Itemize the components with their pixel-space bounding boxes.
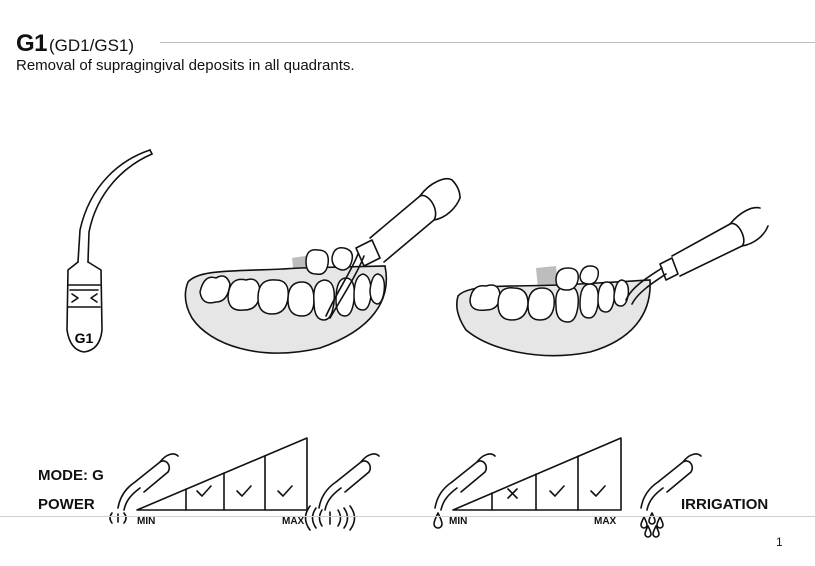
water-drop-min-icon (433, 512, 443, 529)
irrigation-max-label: MAX (594, 516, 617, 527)
page-title: G1 (GD1/GS1) (16, 30, 134, 58)
handpiece-icon (117, 453, 179, 511)
irrigation-min-label: MIN (449, 516, 468, 527)
tip-description: Removal of supragingival deposits in all… (16, 57, 355, 74)
scaler-tip-illustration (66, 149, 153, 353)
page-number: 1 (776, 535, 783, 549)
power-max-label: MAX (282, 516, 305, 527)
footer-divider (0, 516, 815, 517)
dental-arch-right-illustration (456, 206, 769, 357)
dental-arch-left-illustration (184, 178, 461, 354)
power-min-label: MIN (137, 516, 156, 527)
power-wedge (136, 437, 308, 511)
handpiece-icon (434, 453, 496, 511)
vibration-min-icon (109, 512, 127, 524)
header-divider (160, 42, 815, 43)
irrigation-wedge (452, 437, 622, 511)
tip-variants: (GD1/GS1) (49, 36, 135, 55)
vibration-max-icon (304, 505, 356, 531)
handpiece-icon (640, 453, 702, 511)
mode-label: MODE: G (38, 467, 104, 484)
power-label: POWER (38, 496, 95, 513)
water-drops-max-icon (640, 512, 664, 538)
irrigation-label: IRRIGATION (681, 496, 769, 513)
handpiece-icon (318, 453, 380, 511)
tip-code: G1 (16, 30, 48, 57)
tip-label: G1 (75, 330, 94, 346)
